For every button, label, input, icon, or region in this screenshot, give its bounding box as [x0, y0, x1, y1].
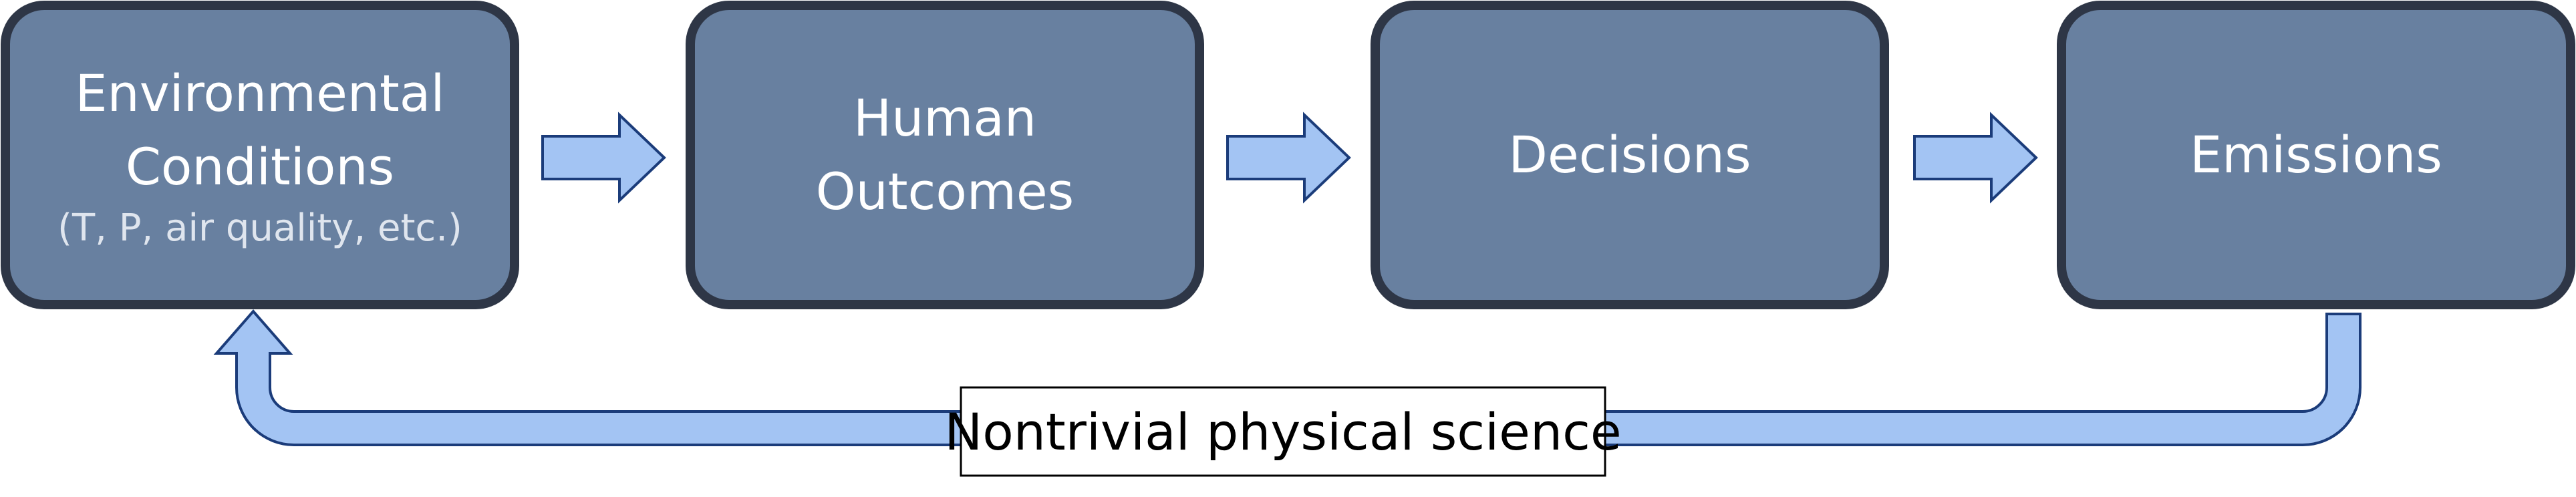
feedback-label: Nontrivial physical science: [944, 401, 1622, 462]
box-human-outcomes: [686, 1, 1204, 309]
box-decisions-text: Decisions: [1375, 5, 1884, 305]
box-emissions-text: Emissions: [2061, 5, 2571, 305]
box-human-outcomes-text: Human Outcomes: [690, 5, 1199, 305]
feedback-label-box: [960, 386, 1606, 477]
box-environmental-conditions-text: Environmental Conditions (T, P, air qual…: [5, 5, 515, 305]
box-title-human-outcomes: Human Outcomes: [815, 88, 1075, 221]
arrow-right-1: [541, 112, 666, 204]
feedback-arrow: [213, 309, 2362, 446]
box-decisions: [1371, 1, 1889, 309]
box-title-decisions: Decisions: [1508, 125, 1751, 184]
arrow-right-3: [1913, 112, 2038, 204]
box-title-emissions: Emissions: [2190, 125, 2442, 184]
box-title-environmental-conditions: Environmental Conditions: [75, 63, 445, 196]
box-subtitle-environmental-conditions: (T, P, air quality, etc.): [57, 206, 462, 250]
box-environmental-conditions: [1, 1, 519, 309]
box-emissions: [2057, 1, 2575, 309]
arrow-right-2: [1226, 112, 1351, 204]
